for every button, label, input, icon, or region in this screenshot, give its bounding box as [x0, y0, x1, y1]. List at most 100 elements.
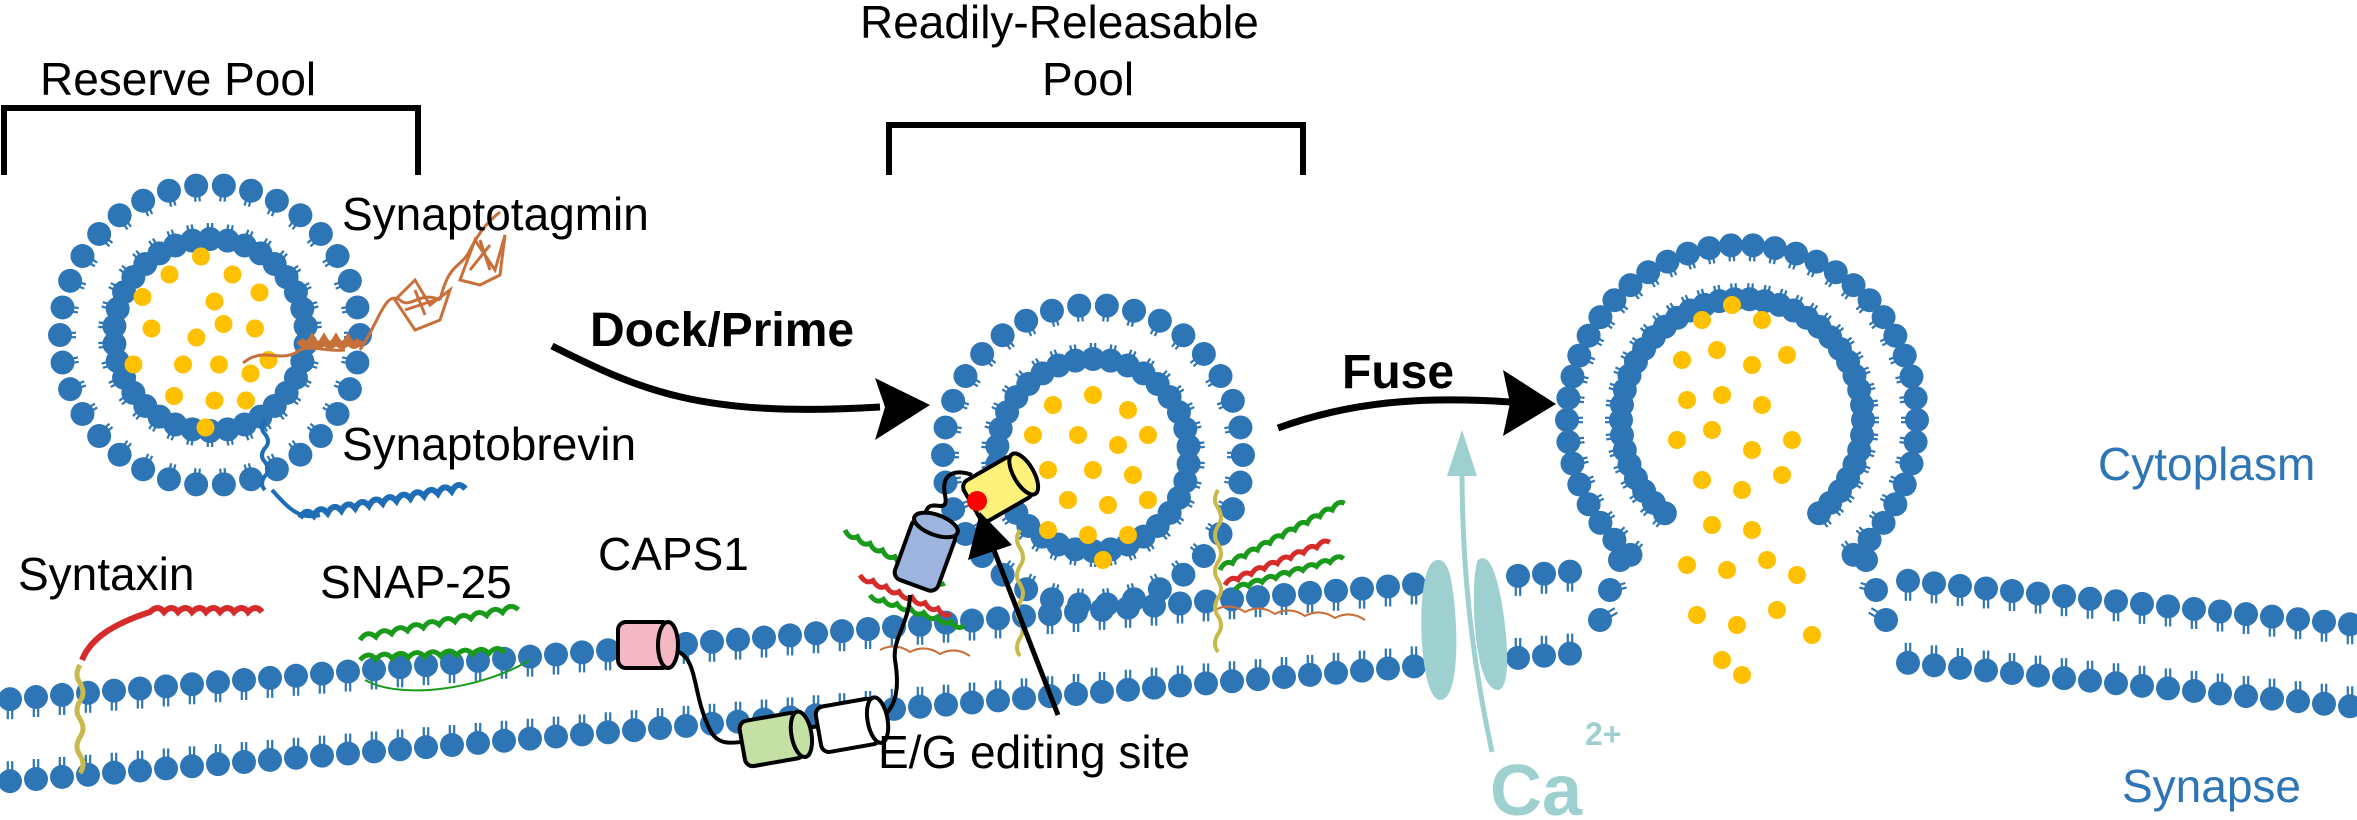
syntaxin-structure: [74, 605, 265, 775]
editing-site-label: E/G editing site: [878, 726, 1190, 778]
lipid-head: [1883, 323, 1908, 348]
lipid-head: [931, 443, 955, 467]
lipid-head: [2104, 589, 2128, 614]
lipid-head: [131, 188, 156, 213]
lipid-head: [1350, 658, 1374, 683]
lipid-head: [986, 688, 1010, 713]
lipid-head: [1376, 574, 1400, 599]
synaptobrevin-label: Synaptobrevin: [342, 418, 636, 470]
lipid-head: [337, 268, 362, 293]
lipid-head: [648, 716, 672, 741]
neurotransmitter: [1768, 601, 1786, 619]
lipid-head: [544, 724, 568, 749]
lipid-head: [1116, 677, 1140, 702]
lipid-head: [596, 638, 620, 663]
lipid-head: [2078, 586, 2102, 611]
lipid-head: [990, 323, 1015, 348]
neurotransmitter: [1668, 431, 1686, 449]
editing-site-dot: [967, 491, 987, 511]
lipid-head: [1506, 563, 1530, 588]
lipid-head: [1871, 510, 1896, 535]
lipid-head: [1272, 583, 1296, 608]
lipid-head: [1171, 562, 1196, 587]
lipid-head: [1176, 434, 1201, 459]
lipid-head: [1191, 544, 1216, 569]
neurotransmitter: [1778, 346, 1796, 364]
caps1-linker: [667, 470, 973, 745]
lipid-head: [388, 737, 412, 762]
neurotransmitter: [241, 364, 260, 383]
lipid-head: [24, 685, 48, 710]
neurotransmitter: [250, 283, 269, 302]
lipid-head: [87, 424, 112, 449]
lipid-head: [492, 728, 516, 753]
lipid-head: [570, 640, 594, 665]
lipid-head: [1228, 470, 1253, 495]
neurotransmitter: [1109, 436, 1127, 454]
synaptobrevin-structure: [260, 418, 468, 521]
lipid-head: [102, 331, 127, 356]
lipid-head: [1602, 527, 1627, 552]
snare-complex-right: [1213, 488, 1366, 654]
lipid-head: [2286, 689, 2310, 714]
lipid-head: [50, 682, 74, 707]
lipid-head: [1122, 298, 1147, 323]
lipid-head: [1324, 660, 1348, 685]
lipid-head: [198, 227, 222, 251]
neurotransmitter: [1803, 626, 1821, 644]
lipid-head: [492, 646, 516, 671]
lipid-head: [1558, 559, 1582, 584]
calcium-channel: [1421, 558, 1508, 700]
lipid-head: [2234, 684, 2258, 709]
lipid-head: [1762, 236, 1787, 261]
editing-site-arrowhead: [968, 512, 1012, 560]
neurotransmitter: [196, 418, 215, 437]
lipid-head: [2260, 686, 2284, 711]
reserve-pool-label: Reserve Pool: [40, 53, 316, 105]
lipid-head: [102, 678, 126, 703]
lipid-head: [674, 713, 698, 738]
lipid-head: [1974, 658, 1998, 683]
lipid-head: [50, 350, 75, 375]
lipid-head: [310, 743, 334, 768]
lipid-head: [239, 467, 264, 492]
lipid-head: [1804, 249, 1829, 274]
lipid-head: [1719, 233, 1744, 258]
lipid-head: [2338, 694, 2357, 719]
neurotransmitter: [1733, 481, 1751, 499]
neurotransmitter: [1703, 421, 1721, 439]
lipid-head: [1272, 665, 1296, 690]
lipid-head: [180, 228, 205, 253]
lipid-head: [70, 401, 95, 426]
lipid-head: [1892, 343, 1917, 368]
neurotransmitter: [1723, 296, 1741, 314]
dock-prime-arrow: [550, 342, 881, 413]
neurotransmitter: [1713, 651, 1731, 669]
rrp-bracket: [886, 122, 1306, 175]
lipid-head: [1697, 236, 1722, 261]
lipid-head: [128, 676, 152, 701]
caps1-domain-green: [737, 709, 815, 769]
lipid-head: [345, 295, 370, 320]
neurotransmitter: [1084, 386, 1102, 404]
lipid-head: [726, 627, 750, 652]
lipid-head: [1298, 662, 1322, 687]
lipid-head: [258, 665, 282, 690]
caps1-label: CAPS1: [598, 528, 749, 580]
neurotransmitter: [1024, 426, 1042, 444]
lipid-head: [1675, 241, 1700, 266]
lipid-head: [1602, 288, 1627, 313]
lipid-head: [1823, 260, 1848, 285]
lipid-head: [239, 178, 264, 203]
lipid-head: [1598, 578, 1622, 602]
neurotransmitter: [1039, 521, 1057, 539]
lipid-head: [1171, 323, 1196, 348]
rrp-label-line2: Pool: [1042, 53, 1134, 105]
lipid-head: [2182, 596, 2206, 621]
neurotransmitter: [160, 265, 179, 284]
neurotransmitter: [1773, 466, 1791, 484]
lipid-head: [2286, 607, 2310, 632]
neurotransmitter: [1753, 311, 1771, 329]
lipid-head: [206, 670, 230, 695]
lipid-head: [1376, 656, 1400, 681]
